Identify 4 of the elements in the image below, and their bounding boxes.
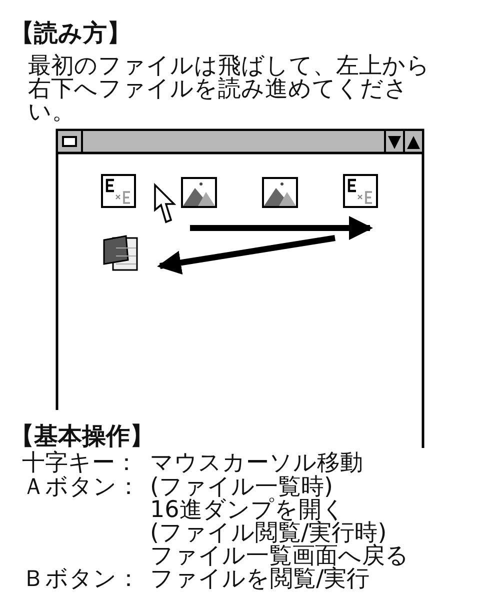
key-description: ファイルを閲覧/実行 bbox=[150, 568, 370, 591]
key-description: (ファイル閲覧/実行時) bbox=[150, 522, 387, 545]
key-description: マウスカーソル移動 bbox=[150, 452, 363, 475]
key-description: (ファイル一覧時) bbox=[150, 476, 333, 499]
